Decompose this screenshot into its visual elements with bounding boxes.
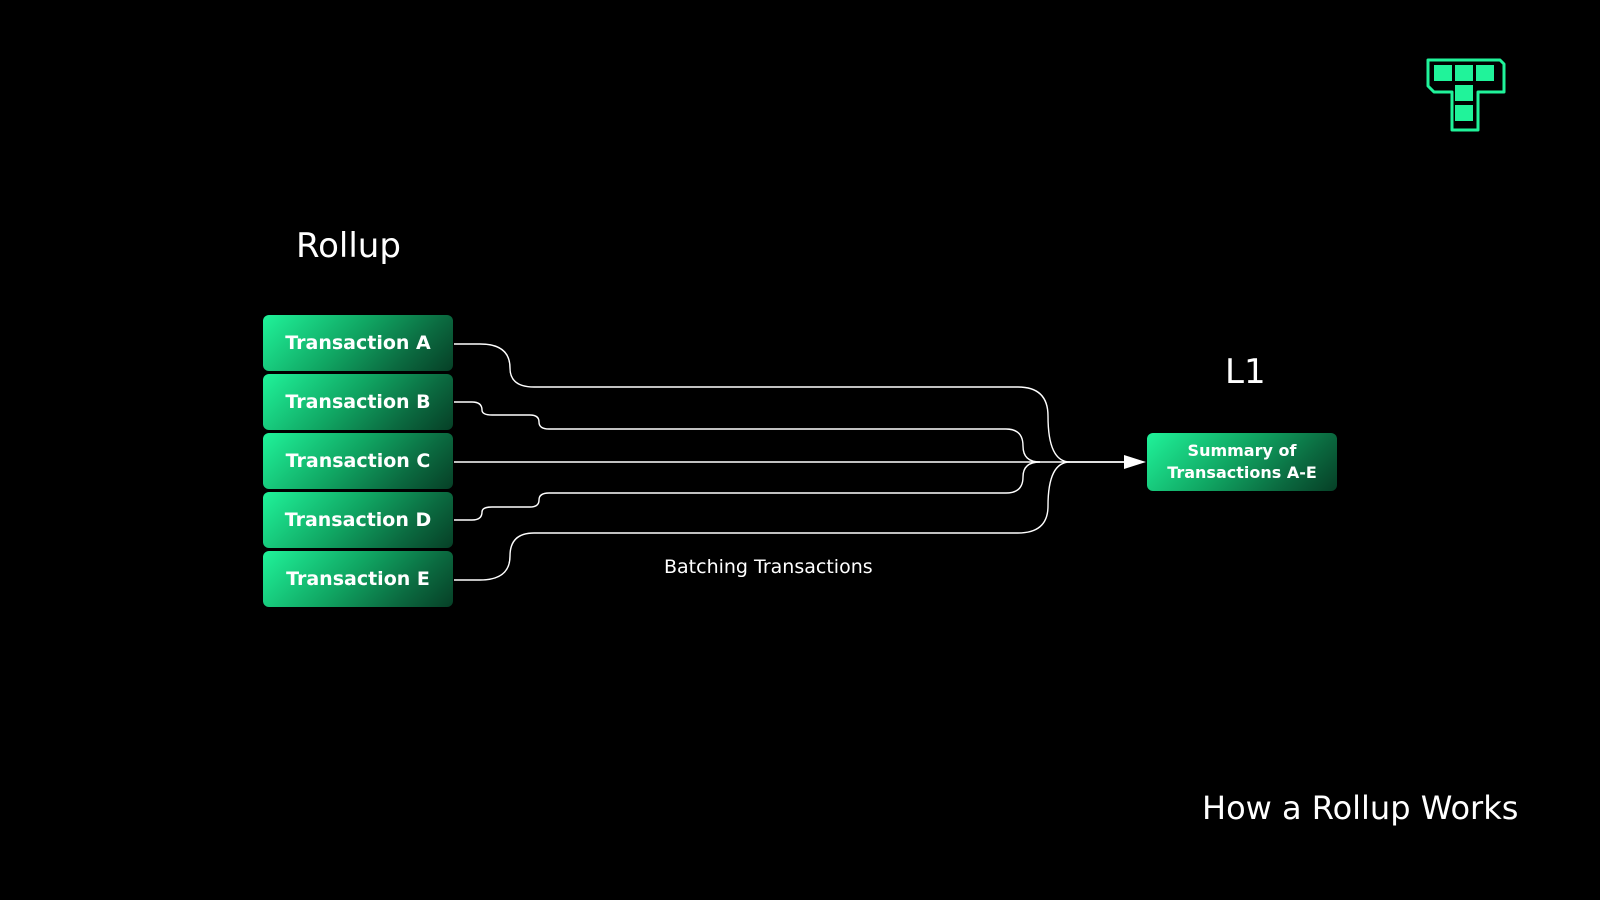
transaction-d-node: Transaction D [263,492,453,548]
l1-title: L1 [1225,352,1266,392]
batching-label: Batching Transactions [664,556,873,578]
transaction-b-node: Transaction B [263,374,453,430]
connector-e [454,461,1071,581]
summary-node: Summary of Transactions A-E [1147,433,1337,491]
transaction-c-node: Transaction C [263,433,453,489]
t-block-logo-icon [1426,58,1506,132]
connector-d [454,461,1041,521]
footer-title: How a Rollup Works [1202,789,1519,827]
transaction-a-node: Transaction A [263,315,453,371]
connector-b [454,401,1041,463]
rollup-title: Rollup [296,226,401,266]
connector-a [454,343,1124,463]
arrowhead [1124,455,1146,469]
summary-line-2: Transactions A-E [1167,463,1317,482]
summary-line-1: Summary of [1187,441,1297,460]
transaction-e-node: Transaction E [263,551,453,607]
